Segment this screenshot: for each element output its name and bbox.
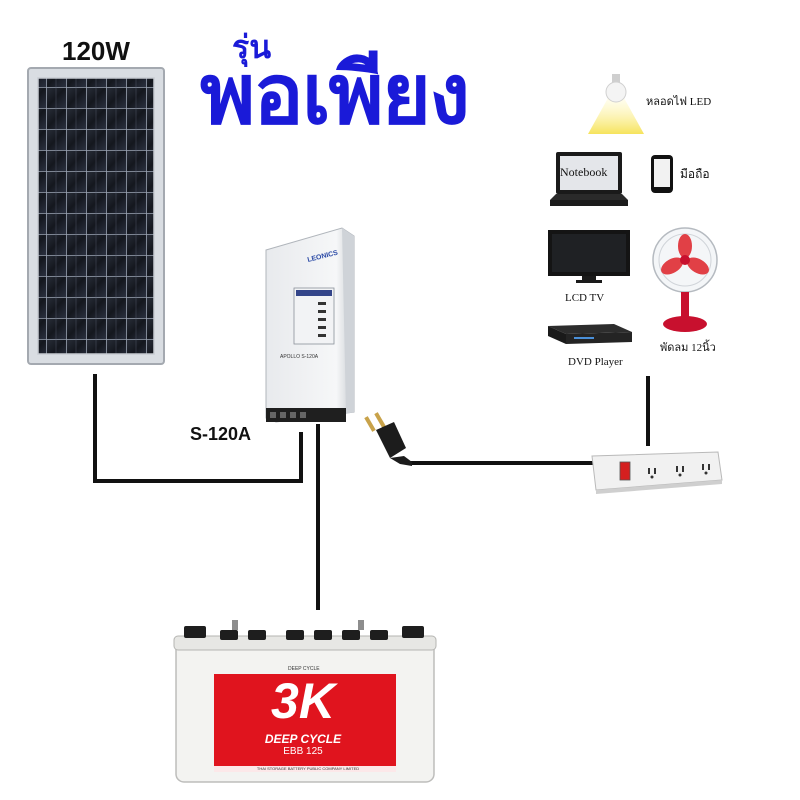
power-plug-icon xyxy=(364,412,412,466)
charge-controller-icon: LEONICS APOLLO S-120A xyxy=(265,227,355,423)
battery-type: DEEP CYCLE xyxy=(264,732,342,746)
wire-strip-to-appliances xyxy=(646,376,650,446)
panel-wattage-label: 120W xyxy=(62,36,130,66)
fan-label: พัดลม 12นิ้ว xyxy=(660,342,716,354)
tv-label: LCD TV xyxy=(565,292,605,304)
solar-panel xyxy=(26,66,166,366)
battery-model: EBB 125 xyxy=(283,746,323,757)
battery-footer: THAI STORAGE BATTERY PUBLIC COMPANY LIMI… xyxy=(256,766,360,771)
solar-panel-icon xyxy=(27,67,165,365)
phone-icon xyxy=(651,155,673,193)
tv-icon xyxy=(548,230,630,283)
wire-controller-to-battery xyxy=(316,424,320,610)
fan-icon xyxy=(652,227,718,332)
wire-panel-horizontal xyxy=(93,479,303,483)
dvd-player-icon xyxy=(548,324,632,344)
power-strip xyxy=(586,444,726,496)
notebook-icon xyxy=(550,152,628,206)
battery xyxy=(170,618,440,784)
electric-fan xyxy=(650,226,720,336)
controller-front-text: APOLLO S-120A xyxy=(280,354,319,360)
lcd-tv xyxy=(546,228,632,284)
wire-plug-to-strip xyxy=(410,461,595,465)
charge-controller: LEONICS APOLLO S-120A xyxy=(258,222,366,426)
battery-brand: 3K xyxy=(271,673,335,729)
wire-panel-to-controller xyxy=(299,432,303,483)
dvd-label: DVD Player xyxy=(568,356,623,368)
notebook-screen-label: Notebook xyxy=(560,165,608,179)
dvd-player xyxy=(544,322,636,350)
wire-panel-down xyxy=(93,374,97,482)
phone xyxy=(650,154,674,194)
controller-model-label: S-120A xyxy=(190,424,252,444)
power-plug xyxy=(360,412,420,472)
led-bulb-icon xyxy=(588,74,644,134)
battery-top-text: DEEP CYCLE xyxy=(288,666,320,672)
title-main: พอเพียง xyxy=(200,45,470,143)
phone-label: มือถือ xyxy=(680,167,710,181)
led-label: หลอดไฟ LED xyxy=(646,96,712,108)
led-bulb xyxy=(586,70,646,136)
power-strip-icon xyxy=(591,451,723,494)
title-small: รุ่น xyxy=(232,28,272,66)
battery-icon xyxy=(173,620,437,783)
notebook xyxy=(548,150,630,210)
